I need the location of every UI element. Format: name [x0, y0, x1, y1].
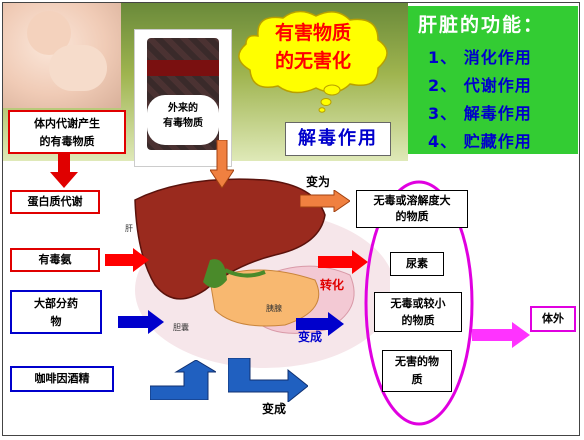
- thought-cloud: [238, 10, 388, 94]
- less-toxic-box: 无毒或较小 的物质: [374, 292, 462, 332]
- baby-body: [49, 45, 107, 91]
- bent-arrow-up: [150, 360, 216, 400]
- thought-bubbles: [318, 84, 341, 113]
- toxic-ammonia-box: 有毒氨: [10, 248, 100, 272]
- down-arrow-orange: [210, 140, 234, 188]
- cloud-text: 有害物质 的无害化: [274, 22, 351, 72]
- bent-arrow-right: [228, 358, 308, 402]
- harmless-box: 无害的物 质: [382, 350, 452, 392]
- detox-label: 解毒作用: [285, 122, 391, 156]
- liver-functions-panel: [408, 6, 578, 154]
- right-arrow-red-convert: [318, 250, 368, 274]
- right-arrow-magenta: [472, 322, 530, 348]
- drugs-box: 大部分药 物: [10, 290, 102, 334]
- nontoxic-soluble-box: 无毒或溶解度大 的物质: [356, 190, 468, 228]
- pancreas-label: 胰腺: [266, 304, 282, 313]
- urea-box: 尿素: [390, 252, 444, 276]
- becomes-top-label: 变为: [306, 175, 331, 189]
- convert-label: 转化: [320, 278, 345, 292]
- right-arrow-blue-drugs: [118, 310, 164, 334]
- protein-metabolism-box: 蛋白质代谢: [10, 190, 100, 214]
- right-arrow-orange: [300, 190, 350, 212]
- liver-label: 肝: [125, 224, 133, 233]
- becomes-bottom-label: 变成: [262, 402, 287, 416]
- function-item-digestion: 1、 消化作用: [428, 48, 532, 67]
- liver-functions-title: 肝脏的功能：: [418, 14, 545, 36]
- gallbladder-label: 胆囊: [173, 323, 189, 332]
- baby-photo: [3, 3, 121, 108]
- excretion-box: 体外: [530, 306, 576, 332]
- external-toxin-label: 外来的 有毒物质: [147, 95, 219, 145]
- function-item-metabolism: 2、 代谢作用: [428, 76, 532, 95]
- function-item-detox: 3、 解毒作用: [428, 104, 532, 123]
- right-arrow-red-ammonia: [105, 248, 149, 272]
- right-arrow-blue-mid: [296, 312, 344, 336]
- internal-toxin-box: 体内代谢产生 的有毒物质: [8, 110, 126, 154]
- becomes-mid-label: 变成: [298, 330, 323, 344]
- down-arrow-red: [50, 154, 78, 188]
- caffeine-alcohol-box: 咖啡因酒精: [10, 366, 114, 392]
- function-item-storage: 4、 贮藏作用: [428, 132, 532, 151]
- slide-frame: [2, 2, 580, 436]
- output-ellipse: [364, 180, 474, 426]
